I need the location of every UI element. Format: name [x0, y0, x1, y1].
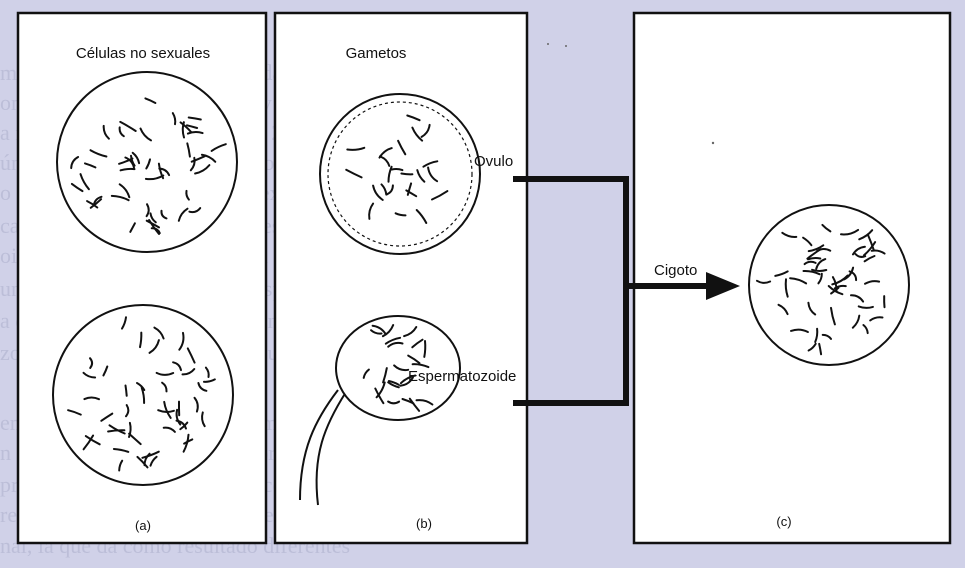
- panel-a-caption: (a): [135, 518, 151, 533]
- ovum-cell: [320, 94, 480, 254]
- zygote-label: Cigoto: [654, 262, 697, 279]
- chromosome: [424, 341, 425, 357]
- panel-b-frame: [275, 13, 527, 543]
- chromosome: [401, 174, 412, 175]
- sperm-label: Espermatozoide: [408, 368, 516, 385]
- chromosome: [392, 169, 403, 170]
- panel-a-title: Células no sexuales: [76, 45, 210, 62]
- zygote-cell: [749, 205, 909, 365]
- panel-c-caption: (c): [776, 514, 791, 529]
- non-sex-cell-top: [57, 72, 237, 252]
- chromosome: [812, 270, 826, 271]
- ovum-label: Ovulo: [474, 153, 513, 170]
- non-sex-cell-bottom: [53, 305, 233, 485]
- chromosome: [126, 386, 127, 396]
- panel-b-caption: (b): [416, 516, 432, 531]
- panel-b-title: Gametos: [346, 45, 407, 62]
